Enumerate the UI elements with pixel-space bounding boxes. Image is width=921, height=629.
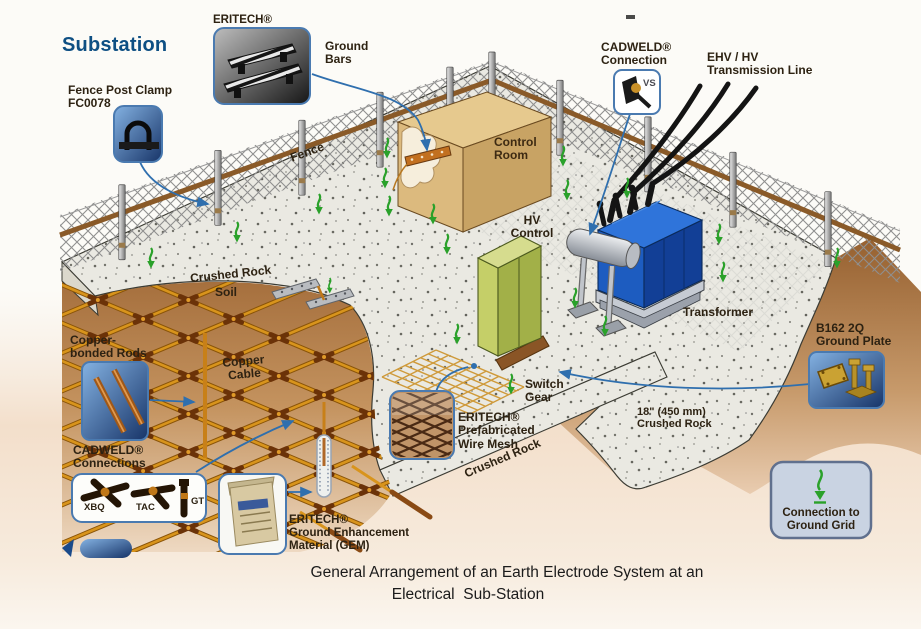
- gem-label: ERITECH® Ground Enhancement Material (GE…: [289, 514, 410, 552]
- cadweld-connections-label: CADWELD® Connections: [73, 443, 146, 471]
- ground-bars-photo: [213, 27, 311, 105]
- cadweld-connection-label: CADWELD® Connection: [601, 40, 672, 68]
- figure-caption-line1: General Arrangement of an Earth Electrod…: [310, 564, 704, 581]
- fence-mesh-right: [492, 60, 900, 283]
- switchgear-cabinet: [476, 235, 550, 371]
- transformer-label: Transformer: [683, 305, 754, 319]
- cadweld-connections-photo: [71, 473, 207, 523]
- fence-mesh-left: [60, 60, 492, 272]
- prefabricated-wire-mesh: [381, 349, 525, 415]
- figure-caption-line2: Electrical Sub-Station: [391, 586, 545, 603]
- fence: [59, 51, 901, 283]
- wire-mesh-label: ERITECH® Prefabricated Wire Mesh: [458, 410, 535, 451]
- fence-post-clamp-photo: [113, 105, 163, 163]
- wire-mesh-photo: [389, 390, 455, 460]
- gt-label: GT: [191, 496, 205, 507]
- cadweld-vs-photo: [613, 69, 661, 115]
- soil-label: Soil: [215, 285, 238, 299]
- hv-control-label: HV Control: [510, 213, 554, 241]
- xbq-label: XBQ: [84, 502, 105, 513]
- legend-label: Connection to Ground Grid: [782, 507, 860, 532]
- callout-connectors: [139, 73, 811, 498]
- gem-bag-photo: [218, 473, 287, 555]
- fence-post-clamp-label: Fence Post Clamp FC0078: [68, 83, 173, 111]
- tac-label: TAC: [136, 502, 155, 513]
- copper-bonded-rods-label: Copper- bonded Rods: [70, 333, 147, 361]
- stray-mark: [626, 15, 635, 19]
- vs-label: VS: [643, 78, 656, 89]
- page-title: Substation: [62, 34, 168, 56]
- transformer-unit: [566, 183, 705, 337]
- copper-cable-label: Copper Cable: [221, 352, 265, 383]
- ground-plate-photo: [808, 351, 885, 409]
- control-room-label: Control Room: [494, 135, 537, 163]
- ground-rod-extensions: [203, 333, 433, 553]
- logo-fragment: [62, 539, 132, 558]
- internal-ground-bar: [404, 145, 452, 167]
- conservator-tank: [566, 228, 641, 337]
- ground-symbol-icon: [817, 469, 823, 491]
- ground-bars-label: Ground Bars: [325, 39, 369, 67]
- legend-box: [769, 460, 873, 540]
- copper-rods-photo: [81, 361, 149, 441]
- mesh-pointer-dot: [471, 363, 477, 369]
- switch-gear-label: Switch Gear: [525, 377, 564, 405]
- slab-front-face: [379, 351, 668, 497]
- ehv-label: EHV / HV Transmission Line: [707, 50, 813, 78]
- eritech-brand-label: ERITECH®: [213, 14, 272, 26]
- ground-plate-label: B162 2Q Ground Plate: [816, 321, 892, 349]
- buried-ground-strips: [271, 278, 355, 310]
- gem-filled-rod-hole: [316, 402, 332, 498]
- crushed-rock-depth-label: 18" (450 mm) Crushed Rock: [637, 406, 712, 431]
